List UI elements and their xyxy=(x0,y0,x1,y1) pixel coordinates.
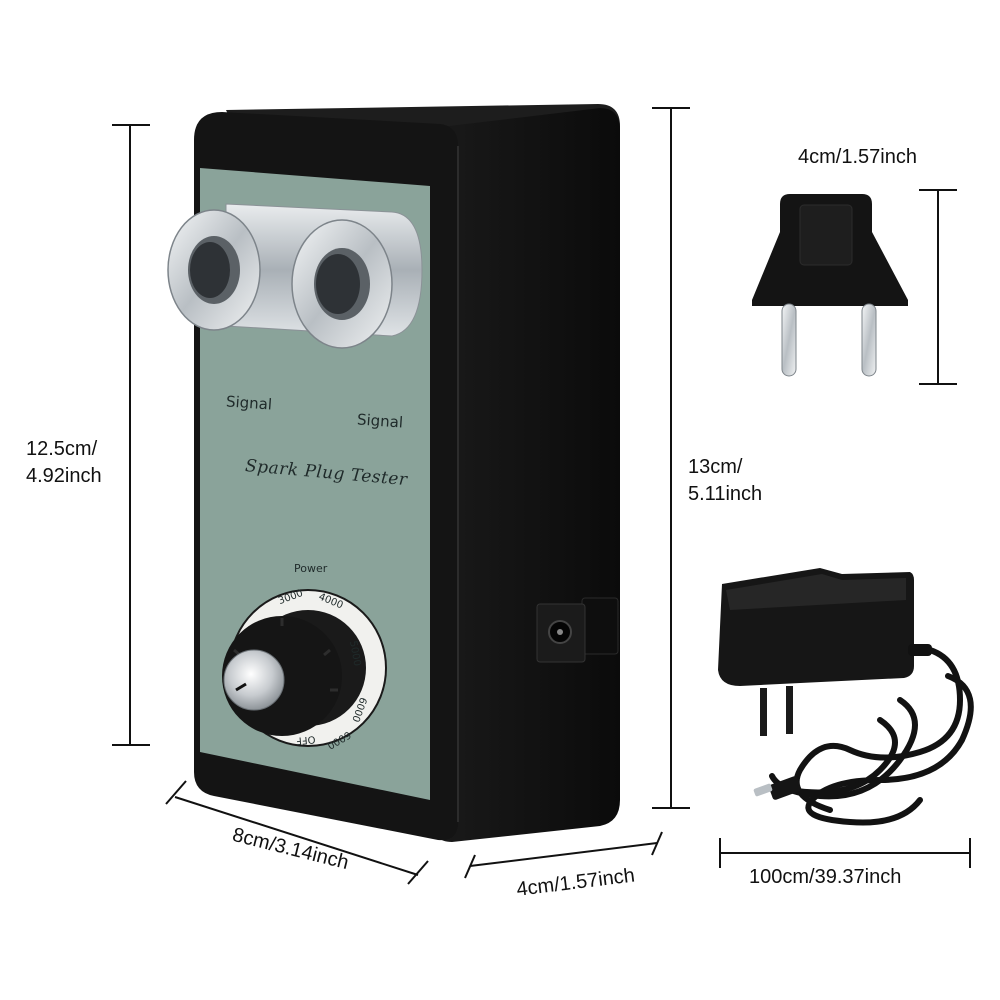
power-knob xyxy=(222,616,342,736)
spark-plug-tester xyxy=(167,104,620,842)
eu-plug-adapter xyxy=(752,194,908,377)
power-label: Power xyxy=(294,562,328,575)
height-label-left: 12.5cm/ 4.92inch xyxy=(26,436,102,490)
height-label-right-line1: 13cm/ xyxy=(688,456,743,478)
signal-label-left: Signal xyxy=(225,392,273,414)
height-label-left-line1: 12.5cm/ xyxy=(26,438,98,460)
signal-socket-left xyxy=(167,209,261,331)
cable-dimension xyxy=(719,838,971,868)
power-adapter xyxy=(718,568,932,736)
height-dimension-right xyxy=(652,107,690,809)
height-label-right: 13cm/ 5.11inch xyxy=(688,454,762,508)
signal-socket-right xyxy=(291,219,393,349)
height-label-left-line2: 4.92inch xyxy=(26,465,102,487)
height-label-right-line2: 5.11inch xyxy=(688,483,763,505)
cable-connector xyxy=(753,776,801,800)
cable-length-label: 100cm/39.37inch xyxy=(749,866,902,888)
plug-dimension xyxy=(919,189,957,385)
dc-power-jack xyxy=(536,597,619,663)
depth-dimension-side xyxy=(464,831,663,879)
dial-label-off: OFF xyxy=(295,733,316,746)
plug-width-label: 4cm/1.57inch xyxy=(798,146,917,168)
signal-label-right: Signal xyxy=(356,410,404,432)
width-dimension-front xyxy=(165,780,429,885)
height-dimension-left xyxy=(112,124,150,746)
